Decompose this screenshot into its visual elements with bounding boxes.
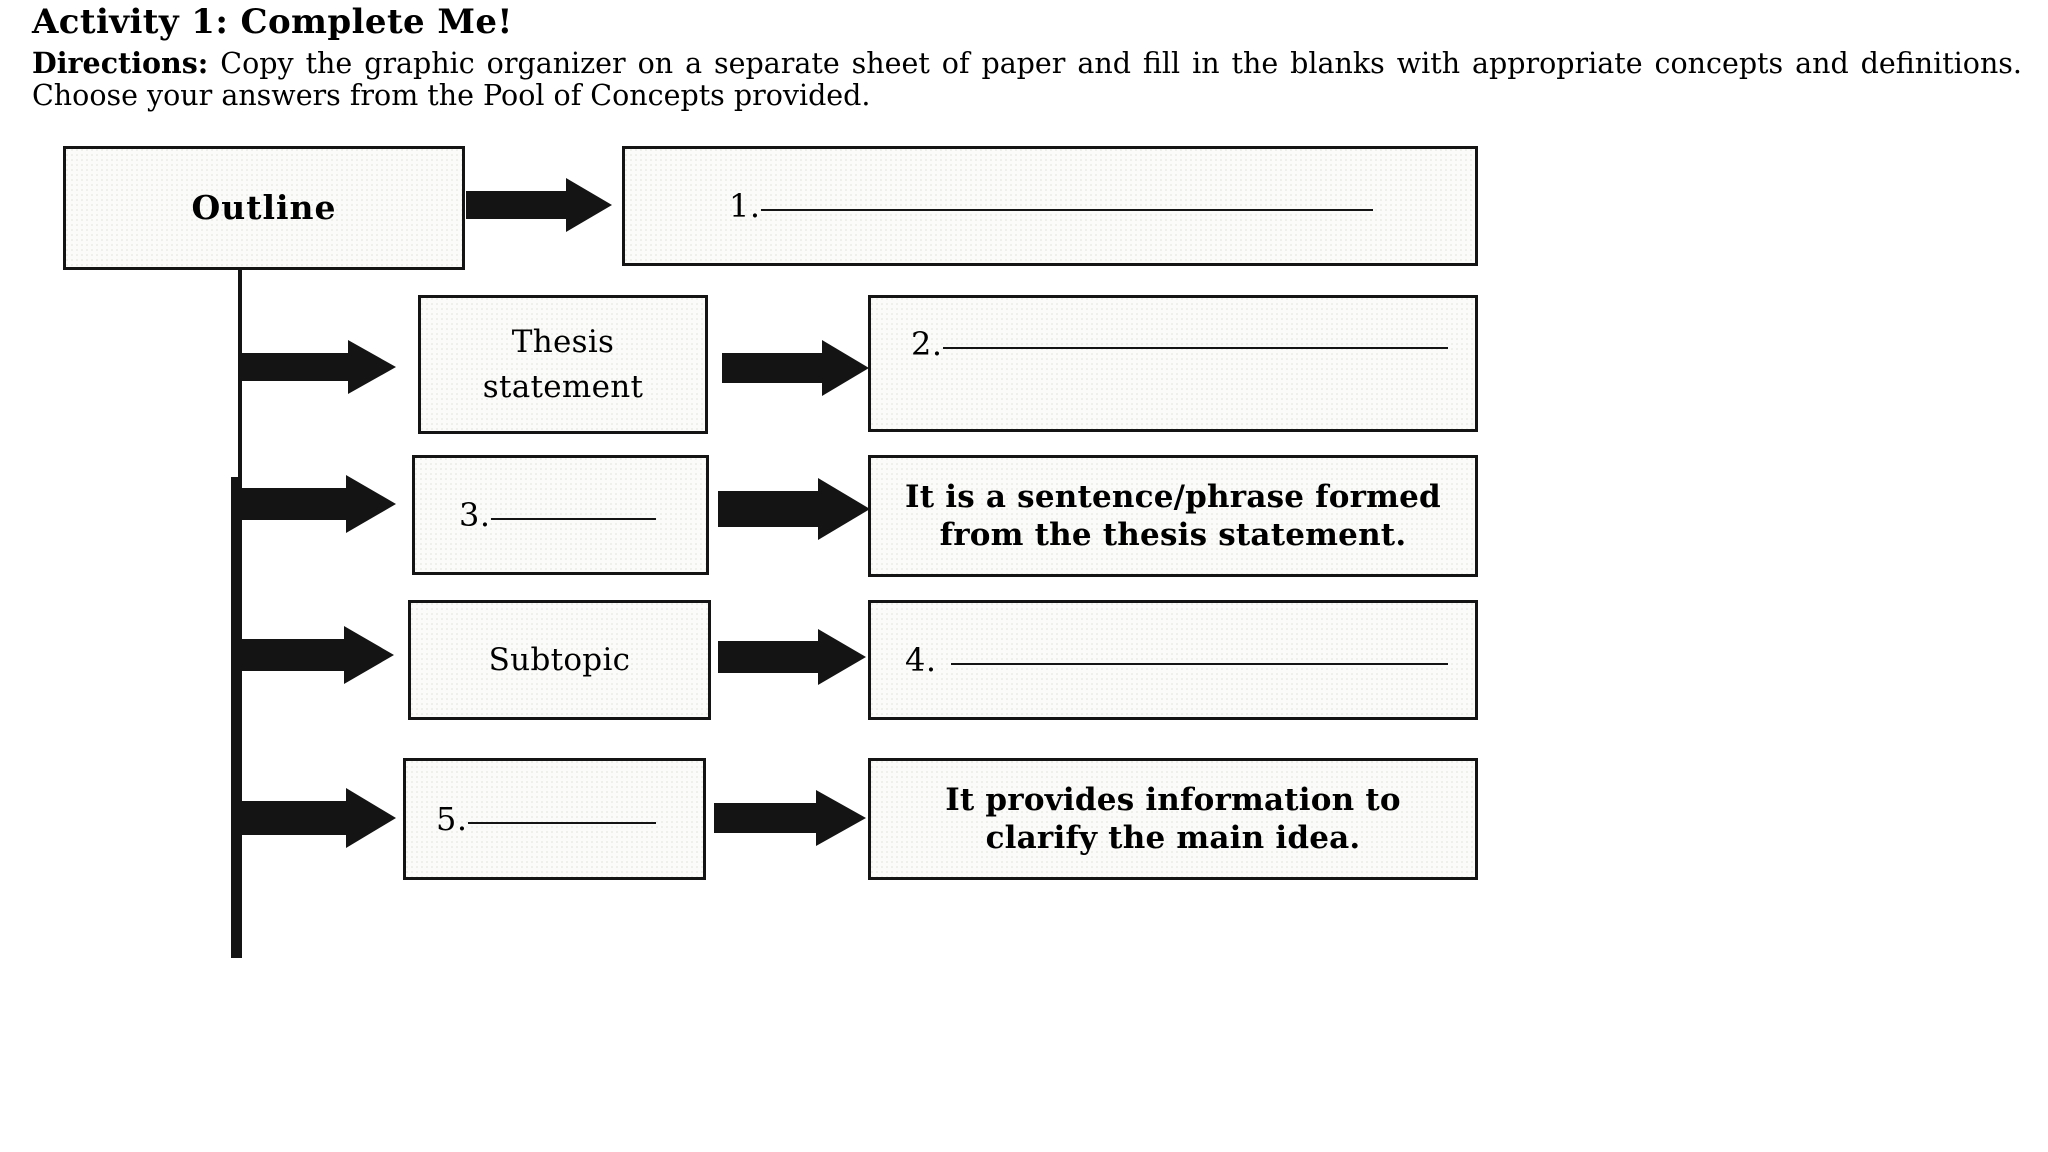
node-blank-4[interactable]: 4. [868,600,1478,720]
node-definition-5-line2: clarify the main idea. [985,820,1361,856]
blank-1-number: 1. [729,187,761,225]
node-subtopic[interactable]: Subtopic [408,600,711,720]
blank-3-number: 3. [459,496,491,534]
node-definition-5[interactable]: It provides information to clarify the m… [868,758,1478,880]
node-blank-2[interactable]: 2. [868,295,1478,432]
node-definition-3-line1: It is a sentence/phrase formed [905,478,1441,515]
page-title: Activity 1: Complete Me! [32,2,513,42]
node-outline-label: Outline [191,188,337,228]
blank-4-number: 4. [905,641,937,679]
node-thesis-statement-line1: Thesis [511,323,615,360]
worksheet-header: Activity 1: Complete Me! Directions: Cop… [32,2,2022,112]
node-subtopic-label: Subtopic [488,641,631,678]
directions-text: Copy the graphic organizer on a separate… [32,47,2022,113]
blank-4-rule[interactable] [950,663,1448,665]
graphic-organizer: Outline 1. Thesis statement [0,140,2048,1152]
node-blank-5[interactable]: 5. [403,758,706,880]
node-thesis-statement-line2: statement [482,368,644,405]
blank-5-rule[interactable] [467,822,656,824]
node-definition-5-line1: It provides information to [945,781,1401,818]
blank-2-number: 2. [911,324,943,363]
node-thesis-statement[interactable]: Thesis statement [418,295,708,434]
node-definition-3-label: It is a sentence/phrase formed from the … [887,478,1459,554]
node-blank-1[interactable]: 1. [622,146,1478,266]
node-blank-3[interactable]: 3. [412,455,709,575]
blank-2-rule[interactable] [942,346,1448,349]
node-outline[interactable]: Outline [63,146,465,270]
blank-5-number: 5. [436,800,468,838]
directions-label: Directions: [32,46,209,81]
node-definition-3-line2: from the thesis statement. [939,517,1407,553]
node-definition-5-label: It provides information to clarify the m… [887,781,1459,857]
trunk-line-lower [231,477,242,958]
blank-1-rule[interactable] [760,209,1373,211]
node-definition-3[interactable]: It is a sentence/phrase formed from the … [868,455,1478,577]
blank-3-rule[interactable] [490,518,656,520]
directions-paragraph: Directions: Copy the graphic organizer o… [32,46,2022,113]
node-thesis-statement-label: Thesis statement [435,320,691,410]
